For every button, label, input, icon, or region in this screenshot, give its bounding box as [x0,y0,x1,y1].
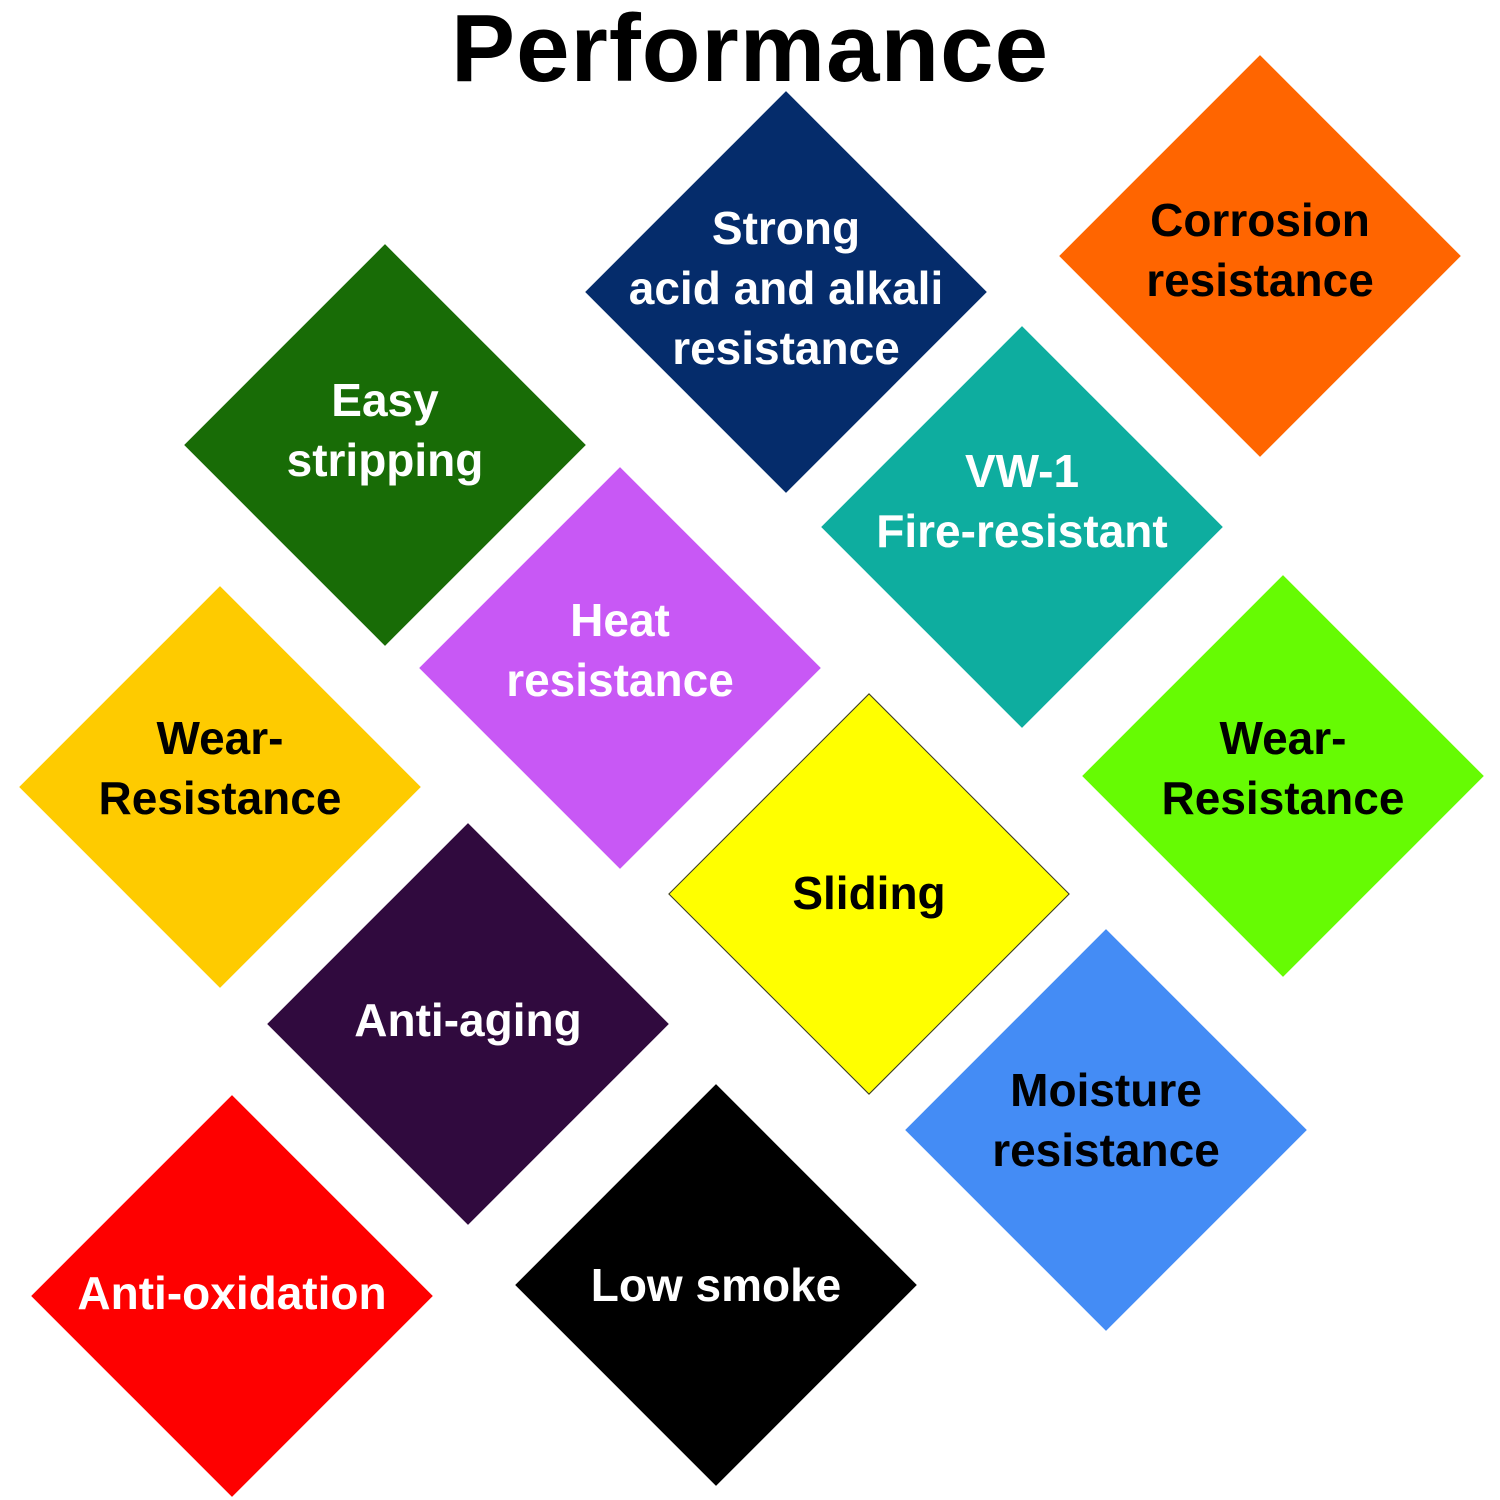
diamond-wear-right: Wear- Resistance [1082,575,1484,977]
diamond-label: Moisture resistance [906,1060,1306,1180]
diamond-label: Wear- Resistance [20,708,420,828]
label-line: Wear- [156,712,284,764]
label-line: resistance [506,654,734,706]
diamond-heat: Heat resistance [419,467,821,869]
diamond-label: Strong acid and alkali resistance [586,198,986,378]
page-title: Performance [451,0,1049,102]
diamond-label: Easy stripping [185,370,585,490]
diamond-label: Heat resistance [420,590,820,710]
label-line: Resistance [98,772,342,824]
diamond-label: Wear- Resistance [1083,708,1483,828]
diamond-label: VW-1 Fire-resistant [822,441,1222,561]
label-line: Moisture [1010,1064,1202,1116]
diamond-low-smoke: Low smoke [515,1084,917,1486]
label-line: Fire-resistant [876,505,1168,557]
diamond-easy-stripping: Easy stripping [184,244,586,646]
diamond-label: Anti-oxidation [32,1263,432,1323]
label-line: resistance [1146,254,1374,306]
label-line: Low smoke [590,1259,842,1311]
label-line: resistance [992,1124,1220,1176]
diamond-label: Sliding [669,863,1069,923]
label-line: Sliding [792,867,946,919]
label-line: Anti-oxidation [77,1267,387,1319]
diamond-corrosion: Corrosion resistance [1059,55,1461,457]
diamond-strong-acid-alkali: Strong acid and alkali resistance [585,91,987,493]
diamond-sliding: Sliding [668,693,1070,1095]
diamond-label: Anti-aging [268,990,668,1050]
diamond-vw1: VW-1 Fire-resistant [821,326,1223,728]
label-line: Strong [711,202,861,254]
label-line: Easy [331,374,439,426]
label-line: Corrosion [1150,194,1370,246]
diamond-wear-left: Wear- Resistance [19,586,421,988]
diamond-anti-oxidation: Anti-oxidation [31,1095,433,1497]
label-line: stripping [286,434,484,486]
label-line: Anti-aging [354,994,582,1046]
label-line: Resistance [1161,772,1405,824]
label-line: Wear- [1219,712,1347,764]
label-line: Heat [570,594,670,646]
label-line: VW-1 [964,445,1080,497]
label-line: resistance [672,322,900,374]
label-line: acid and alkali [628,262,944,314]
diamond-anti-aging: Anti-aging [267,823,669,1225]
diamond-label: Corrosion resistance [1060,190,1460,310]
diamond-label: Low smoke [516,1255,916,1315]
diamond-moisture: Moisture resistance [905,929,1307,1331]
